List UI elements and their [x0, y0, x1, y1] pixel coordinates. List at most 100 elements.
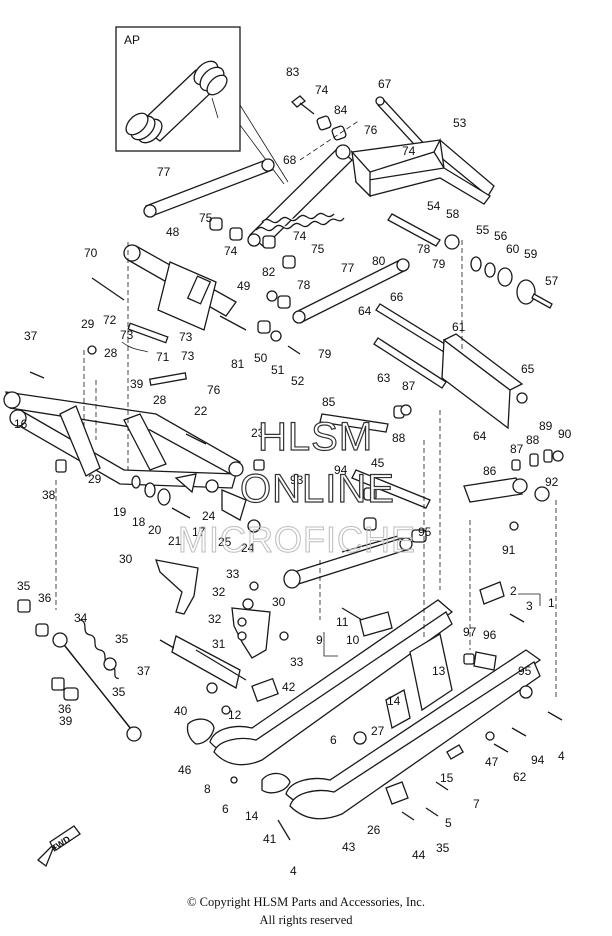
callout-97: 97 [463, 625, 477, 639]
callout-27: 27 [371, 724, 385, 738]
callout-80: 80 [372, 254, 386, 268]
callout-65: 65 [521, 362, 535, 376]
callout-20: 20 [148, 523, 162, 537]
callout-12: 12 [228, 708, 242, 722]
callout-3: 3 [526, 599, 533, 613]
callout-18: 18 [132, 515, 146, 529]
callout-39: 39 [130, 377, 144, 391]
callout-66: 66 [390, 290, 404, 304]
callout-83: 83 [286, 65, 300, 79]
callout-89: 89 [539, 419, 553, 433]
callout-22: 22 [194, 404, 208, 418]
inset-pointer-2 [239, 124, 285, 185]
callout-96: 96 [483, 628, 497, 642]
copyright-line-2: All rights reserved [259, 913, 353, 927]
callout-29: 29 [88, 472, 102, 486]
callout-54: 54 [427, 199, 441, 213]
callout-81: 81 [231, 357, 245, 371]
callout-77: 77 [341, 261, 355, 275]
callout-55: 55 [476, 223, 490, 237]
callout-67: 67 [378, 77, 392, 91]
callout-31: 31 [212, 637, 226, 651]
callout-7: 7 [473, 797, 480, 811]
callout-9: 9 [316, 633, 323, 647]
callout-72: 72 [103, 313, 117, 327]
callout-47: 47 [485, 755, 499, 769]
callout-44: 44 [412, 848, 426, 862]
callout-73: 73 [179, 330, 193, 344]
callout-53: 53 [453, 116, 467, 130]
callout-78: 78 [417, 242, 431, 256]
callout-37: 37 [24, 329, 38, 343]
callout-84: 84 [334, 103, 348, 117]
callout-64: 64 [358, 304, 372, 318]
callout-74: 74 [315, 83, 329, 97]
watermark-line-3: MICROFICHE [178, 519, 416, 560]
callout-34: 34 [74, 611, 88, 625]
callout-26: 26 [367, 823, 381, 837]
callout-24: 24 [241, 541, 255, 555]
callout-41: 41 [263, 832, 277, 846]
copyright-line-1: © Copyright HLSM Parts and Accessories, … [187, 895, 425, 909]
watermark: HLSM ONLINE MICROFICHE [178, 414, 416, 560]
callout-29: 29 [81, 317, 95, 331]
front-arm-frame [3, 371, 265, 533]
callout-59: 59 [524, 247, 538, 261]
callout-30: 30 [272, 595, 286, 609]
callout-73: 73 [181, 349, 195, 363]
guide-lines [55, 119, 557, 700]
inset-ap: AP [115, 26, 241, 152]
callout-76: 76 [364, 123, 378, 137]
callout-77: 77 [157, 165, 171, 179]
callout-39: 39 [59, 714, 73, 728]
callout-74: 74 [402, 144, 416, 158]
callout-33: 33 [290, 655, 304, 669]
callout-40: 40 [174, 704, 188, 718]
callout-17: 17 [192, 525, 206, 539]
callout-79: 79 [318, 347, 332, 361]
callout-25: 25 [218, 535, 232, 549]
callout-70: 70 [84, 246, 98, 260]
callout-79: 79 [432, 257, 446, 271]
callout-76: 76 [207, 383, 221, 397]
callout-35: 35 [112, 685, 126, 699]
callout-88: 88 [392, 431, 406, 445]
callout-95: 95 [518, 664, 532, 678]
callout-82: 82 [262, 265, 276, 279]
callout-5: 5 [445, 816, 452, 830]
callout-63: 63 [377, 371, 391, 385]
callout-43: 43 [342, 840, 356, 854]
callout-45: 45 [371, 456, 385, 470]
callout-60: 60 [506, 242, 520, 256]
center-rods [283, 404, 564, 589]
callout-32: 32 [208, 612, 222, 626]
callout-19: 19 [113, 505, 127, 519]
callout-13: 13 [432, 664, 446, 678]
callout-15: 15 [440, 771, 454, 785]
callout-73: 73 [120, 328, 134, 342]
callout-14: 14 [387, 694, 401, 708]
callout-46: 46 [178, 763, 192, 777]
callout-35: 35 [436, 841, 450, 855]
callout-87: 87 [510, 442, 524, 456]
callout-56: 56 [494, 229, 508, 243]
callout-30: 30 [119, 552, 133, 566]
callout-2: 2 [510, 584, 517, 598]
callout-6: 6 [222, 802, 229, 816]
callout-71: 71 [156, 350, 170, 364]
callout-50: 50 [254, 351, 268, 365]
callout-28: 28 [104, 346, 118, 360]
callout-87: 87 [402, 379, 416, 393]
callout-94: 94 [531, 753, 545, 767]
callout-10: 10 [346, 633, 360, 647]
callout-35: 35 [115, 632, 129, 646]
callout-92: 92 [545, 475, 559, 489]
callout-28: 28 [153, 393, 167, 407]
callout-93: 93 [290, 473, 304, 487]
rear-shock-68 [247, 144, 353, 248]
fwd-arrow-icon: FWD [37, 825, 81, 868]
callout-4: 4 [558, 749, 565, 763]
copyright-notice: © Copyright HLSM Parts and Accessories, … [0, 893, 612, 929]
